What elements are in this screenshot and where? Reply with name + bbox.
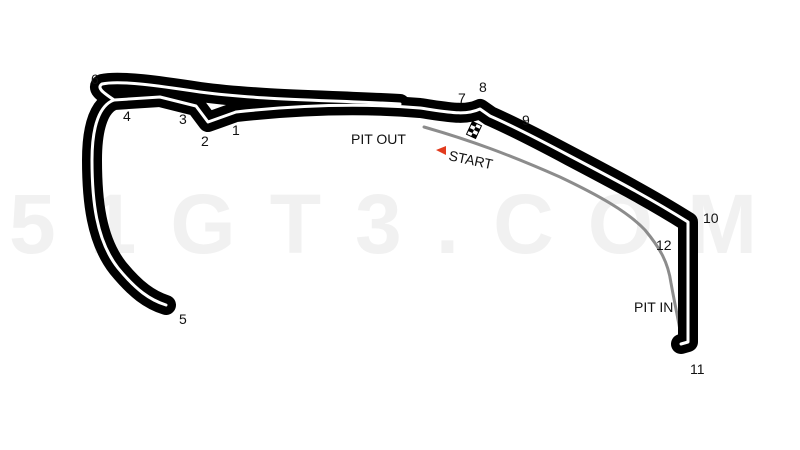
pit-lane bbox=[422, 125, 683, 338]
pit-in-label: PIT IN bbox=[634, 299, 673, 315]
corner-12-label: 12 bbox=[656, 237, 672, 253]
start-label: START bbox=[447, 147, 494, 172]
corner-2-label: 2 bbox=[201, 133, 209, 149]
corner-10-label: 10 bbox=[703, 210, 719, 226]
corner-5-label: 5 bbox=[179, 311, 187, 327]
corner-1-label: 1 bbox=[232, 122, 240, 138]
pit-out-label: PIT OUT bbox=[351, 131, 406, 147]
corner-3-label: 3 bbox=[179, 111, 187, 127]
corner-4-label: 4 bbox=[123, 108, 131, 124]
track-centerline bbox=[90, 95, 690, 346]
start-direction-arrow-icon bbox=[436, 146, 446, 155]
corner-9-label: 9 bbox=[522, 112, 530, 128]
corner-6-label: 6 bbox=[91, 71, 99, 87]
corner-7-label: 7 bbox=[458, 90, 466, 106]
corner-11-label: 11 bbox=[690, 361, 705, 377]
track-centerline-segment bbox=[98, 81, 402, 106]
corner-8-label: 8 bbox=[479, 79, 487, 95]
checkered-flag-icon bbox=[465, 120, 483, 140]
